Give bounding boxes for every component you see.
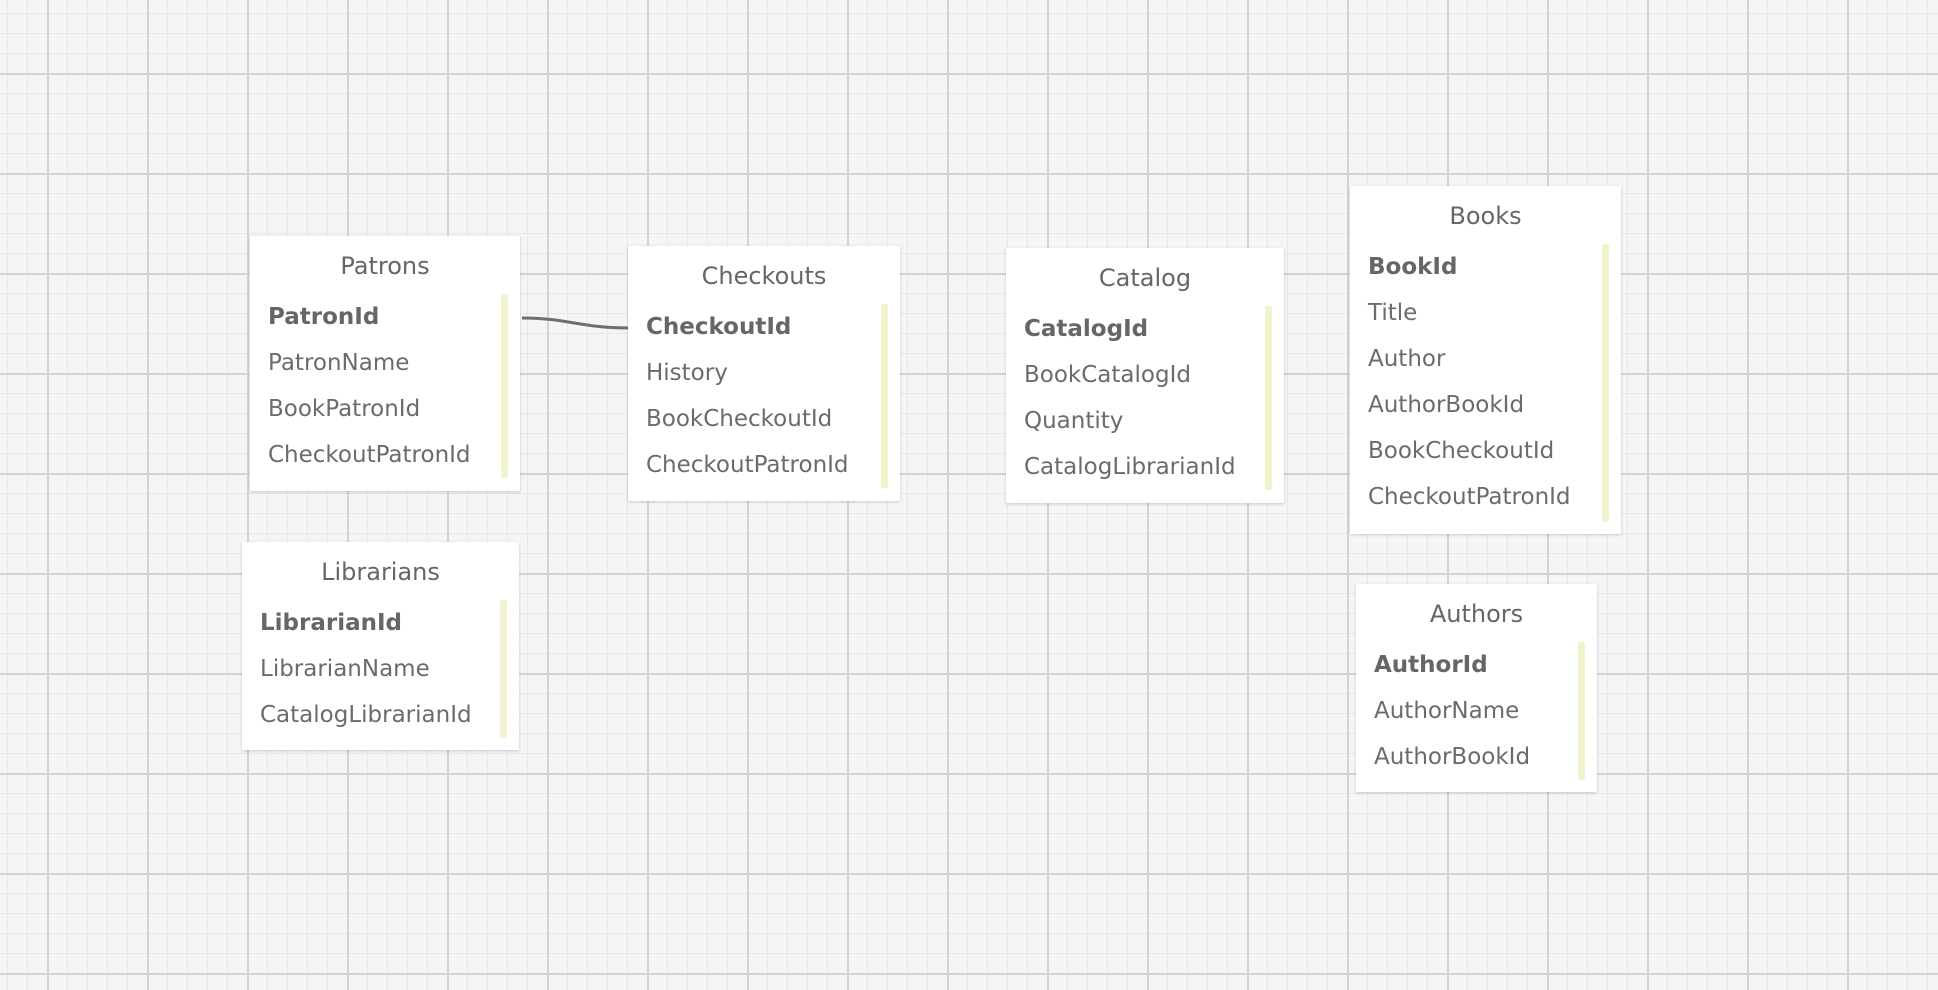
table-card-patrons[interactable]: Patrons PatronId PatronName BookPatronId… (250, 236, 520, 491)
field[interactable]: BookCheckoutId (646, 406, 833, 432)
relation-line-patrons-checkouts[interactable] (521, 316, 631, 330)
field[interactable]: BookCheckoutId (1368, 438, 1555, 464)
field-scroll-strip[interactable] (1265, 306, 1272, 490)
table-title: Checkouts (701, 262, 827, 290)
field[interactable]: AuthorBookId (1374, 744, 1531, 770)
table-card-checkouts[interactable]: Checkouts CheckoutId History BookCheckou… (628, 246, 900, 501)
field-primary-key[interactable]: CatalogId (1024, 316, 1149, 342)
field[interactable]: AuthorBookId (1368, 392, 1525, 418)
field[interactable]: Title (1368, 300, 1418, 326)
table-card-authors[interactable]: Authors AuthorId AuthorName AuthorBookId (1356, 584, 1597, 792)
field-list: CatalogId BookCatalogId Quantity Catalog… (1024, 306, 1256, 490)
field-scroll-strip[interactable] (881, 304, 888, 488)
field[interactable]: CatalogLibrarianId (260, 702, 472, 728)
table-card-books[interactable]: Books BookId Title Author AuthorBookId B… (1350, 186, 1621, 534)
field-list: LibrarianId LibrarianName CatalogLibrari… (260, 600, 491, 738)
table-title: Librarians (321, 558, 440, 586)
field[interactable]: LibrarianName (260, 656, 430, 682)
table-card-librarians[interactable]: Librarians LibrarianId LibrarianName Cat… (242, 542, 519, 750)
table-title: Books (1449, 202, 1522, 230)
field-scroll-strip[interactable] (501, 294, 508, 478)
field-scroll-strip[interactable] (1578, 642, 1585, 780)
field[interactable]: CheckoutPatronId (1368, 484, 1571, 510)
field-primary-key[interactable]: AuthorId (1374, 652, 1488, 678)
field-primary-key[interactable]: CheckoutId (646, 314, 792, 340)
field-primary-key[interactable]: PatronId (268, 304, 380, 330)
table-title: Authors (1429, 600, 1524, 628)
table-title: Catalog (1098, 264, 1192, 292)
field-scroll-strip[interactable] (500, 600, 507, 738)
field[interactable]: Author (1368, 346, 1446, 372)
table-card-catalog[interactable]: Catalog CatalogId BookCatalogId Quantity… (1006, 248, 1284, 503)
field[interactable]: Quantity (1024, 408, 1124, 434)
field[interactable]: CheckoutPatronId (646, 452, 849, 478)
field[interactable]: PatronName (268, 350, 410, 376)
field[interactable]: BookCatalogId (1024, 362, 1191, 388)
field[interactable]: CatalogLibrarianId (1024, 454, 1236, 480)
field-list: CheckoutId History BookCheckoutId Checko… (646, 304, 872, 488)
field[interactable]: History (646, 360, 728, 386)
field-primary-key[interactable]: LibrarianId (260, 610, 403, 636)
field-primary-key[interactable]: BookId (1368, 254, 1458, 280)
field[interactable]: CheckoutPatronId (268, 442, 471, 468)
field[interactable]: BookPatronId (268, 396, 421, 422)
table-title: Patrons (340, 252, 430, 280)
field-list: AuthorId AuthorName AuthorBookId (1374, 642, 1569, 780)
field-scroll-strip[interactable] (1602, 244, 1609, 522)
field[interactable]: AuthorName (1374, 698, 1520, 724)
field-list: BookId Title Author AuthorBookId BookChe… (1368, 244, 1593, 520)
field-list: PatronId PatronName BookPatronId Checkou… (268, 294, 492, 478)
